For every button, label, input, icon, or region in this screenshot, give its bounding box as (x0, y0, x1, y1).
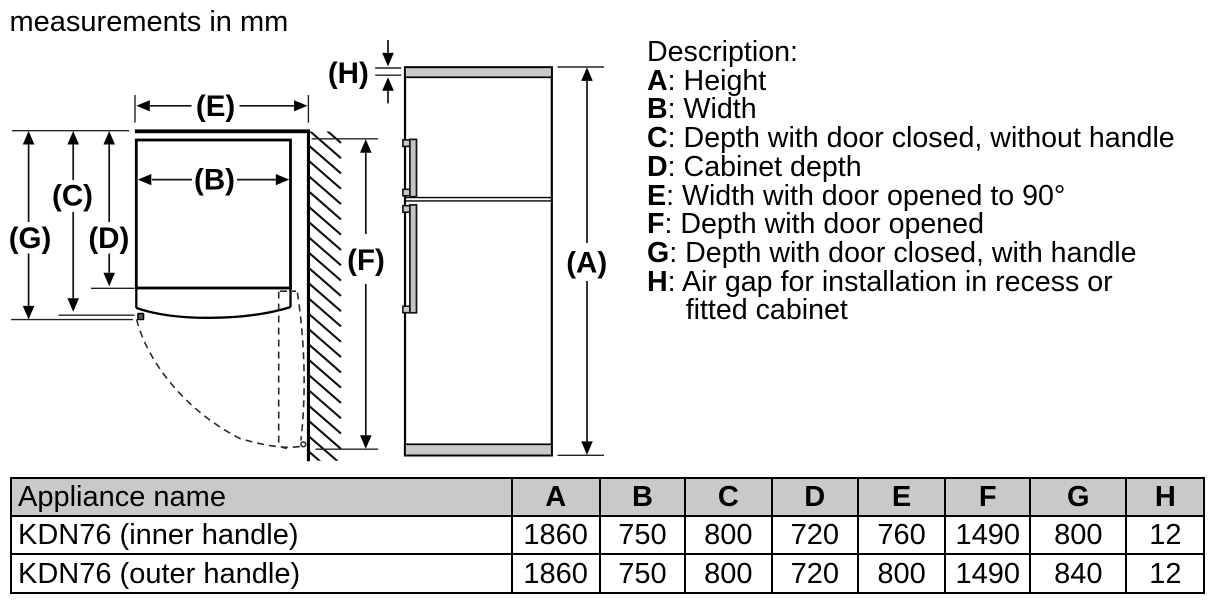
svg-text:(E): (E) (196, 90, 235, 123)
svg-text:(B): (B) (194, 164, 235, 197)
svg-text:(A): (A) (566, 247, 607, 280)
svg-text:(D): (D) (88, 222, 129, 255)
svg-text:(C): (C) (52, 179, 93, 212)
svg-text:(H): (H) (328, 57, 369, 90)
svg-text:(G): (G) (9, 222, 52, 255)
svg-text:(F): (F) (347, 244, 385, 277)
